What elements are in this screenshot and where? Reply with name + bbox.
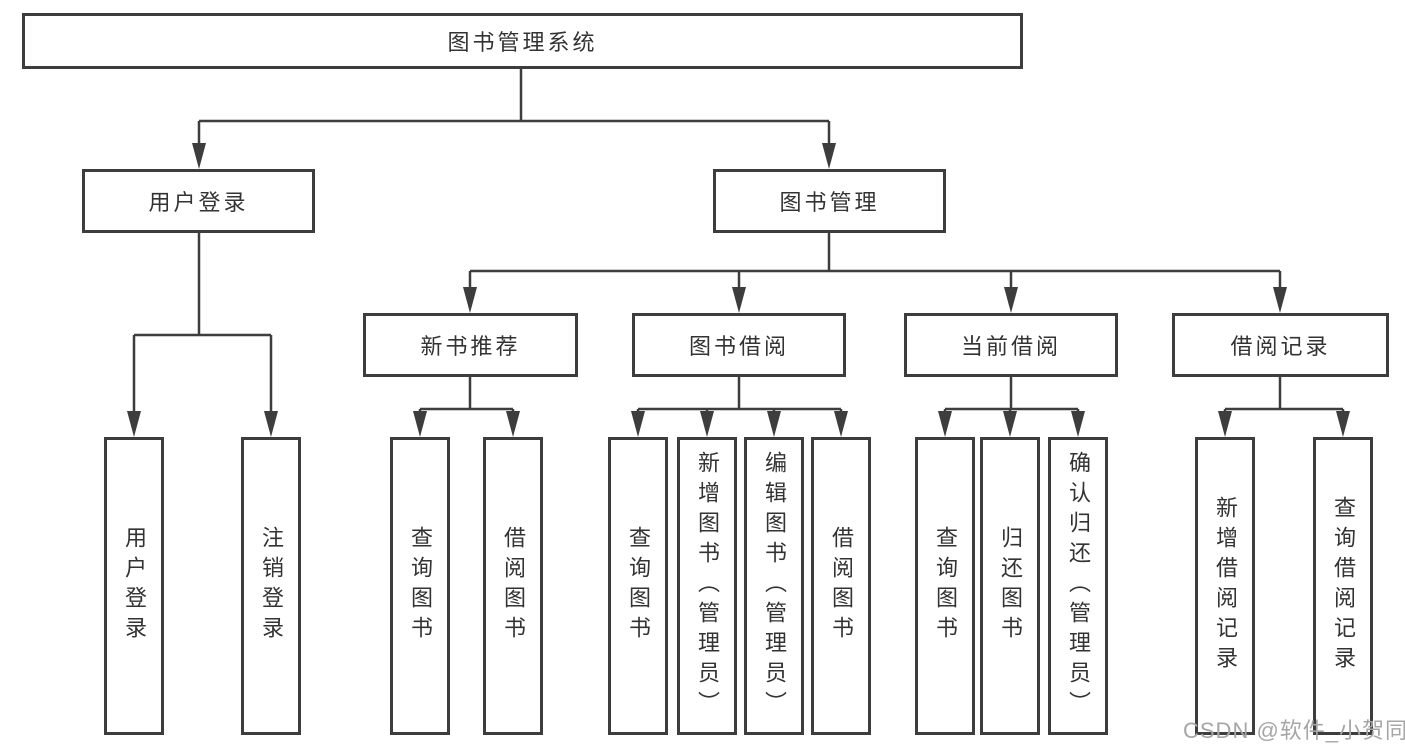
leaf-label: 用户登录	[122, 526, 147, 646]
leaf-add-book-admin: 新增图书（管理员）	[677, 437, 737, 735]
leaf-label: 注销登录	[259, 526, 284, 646]
arrowhead	[264, 411, 278, 437]
connector-login-to-leaves	[127, 233, 278, 437]
leaf-confirm-return-admin: 确认归还（管理员）	[1048, 437, 1108, 735]
arrowhead	[463, 287, 477, 313]
arrowhead	[732, 287, 746, 313]
leaf-label: 查询图书	[933, 526, 958, 646]
leaf-query-book-current: 查询图书	[915, 437, 975, 735]
connector-records-to-leaves	[1218, 377, 1350, 437]
node-current-borrow: 当前借阅	[904, 313, 1118, 377]
leaf-label: 新增图书（管理员）	[695, 451, 720, 721]
node-new-book-recommend: 新书推荐	[363, 313, 578, 377]
connector-root-to-level2	[192, 69, 836, 169]
arrowhead	[127, 411, 141, 437]
arrowhead	[1004, 287, 1018, 313]
arrowhead	[767, 411, 781, 437]
arrowhead	[700, 411, 714, 437]
arrowhead	[1071, 411, 1085, 437]
leaf-label: 查询图书	[626, 526, 651, 646]
arrowhead	[1218, 411, 1232, 437]
leaf-logout: 注销登录	[241, 437, 301, 735]
node-borrow-records: 借阅记录	[1172, 313, 1389, 377]
leaf-user-login: 用户登录	[104, 437, 164, 735]
arrowhead	[192, 143, 206, 169]
arrowhead	[1336, 411, 1350, 437]
node-user-login: 用户登录	[82, 169, 315, 233]
leaf-borrow-book: 借阅图书	[811, 437, 871, 735]
leaf-query-book-recommend: 查询图书	[390, 437, 450, 735]
node-root-system: 图书管理系统	[22, 13, 1023, 69]
arrowhead	[1273, 287, 1287, 313]
leaf-query-borrow-record: 查询借阅记录	[1313, 437, 1373, 735]
leaf-add-borrow-record: 新增借阅记录	[1195, 437, 1255, 735]
arrowhead	[631, 411, 645, 437]
leaf-label: 编辑图书（管理员）	[762, 451, 787, 721]
arrowhead	[506, 411, 520, 437]
connector-current-to-leaves	[938, 377, 1085, 437]
leaf-label: 查询借阅记录	[1331, 496, 1356, 676]
arrowhead	[413, 411, 427, 437]
csdn-watermark: CSDN @软件_小贺同学	[1183, 718, 1405, 743]
leaf-borrow-book-recommend: 借阅图书	[483, 437, 543, 735]
leaf-label: 新增借阅记录	[1213, 496, 1238, 676]
leaf-edit-book-admin: 编辑图书（管理员）	[744, 437, 804, 735]
arrowhead	[938, 411, 952, 437]
leaf-return-book: 归还图书	[980, 437, 1040, 735]
leaf-label: 借阅图书	[829, 526, 854, 646]
arrowhead	[822, 143, 836, 169]
arrowhead	[834, 411, 848, 437]
arrowhead	[1003, 411, 1017, 437]
leaf-label: 借阅图书	[501, 526, 526, 646]
connector-bookmgmt-to-level3	[463, 233, 1287, 313]
leaf-label: 归还图书	[998, 526, 1023, 646]
leaf-label: 查询图书	[408, 526, 433, 646]
connector-borrow-to-leaves	[631, 377, 848, 437]
leaf-label: 确认归还（管理员）	[1066, 451, 1091, 721]
leaf-query-book-borrow: 查询图书	[608, 437, 668, 735]
connector-newbooks-to-leaves	[413, 377, 520, 437]
node-book-management: 图书管理	[713, 169, 946, 233]
node-book-borrow: 图书借阅	[632, 313, 846, 377]
